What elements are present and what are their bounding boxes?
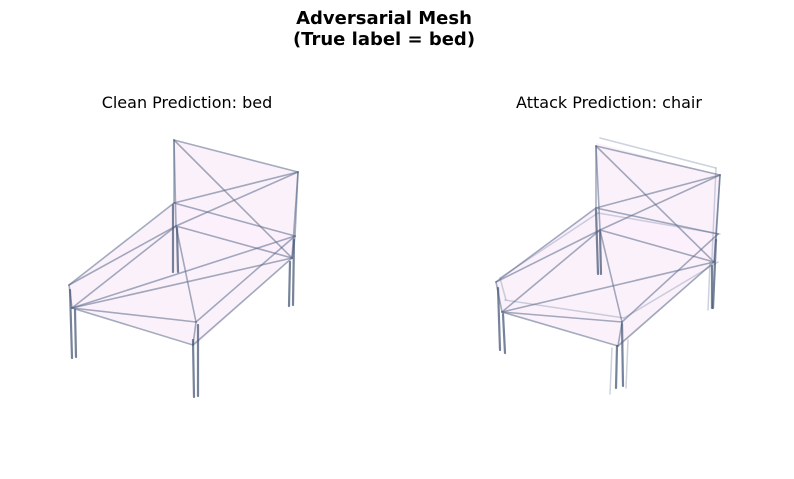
figure-title-line-2: (True label = bed) bbox=[292, 29, 476, 50]
seat-face bbox=[69, 203, 295, 345]
panel-title-clean: Clean Prediction: bed bbox=[101, 93, 273, 112]
panel-title-attack: Attack Prediction: chair bbox=[516, 93, 702, 112]
attack-mesh bbox=[495, 137, 721, 395]
seat-face-attack bbox=[496, 208, 718, 346]
figure-title: Adversarial Mesh (True label = bed) bbox=[0, 8, 768, 50]
clean-mesh bbox=[68, 139, 299, 399]
figure-title-line-1: Adversarial Mesh bbox=[296, 8, 472, 29]
